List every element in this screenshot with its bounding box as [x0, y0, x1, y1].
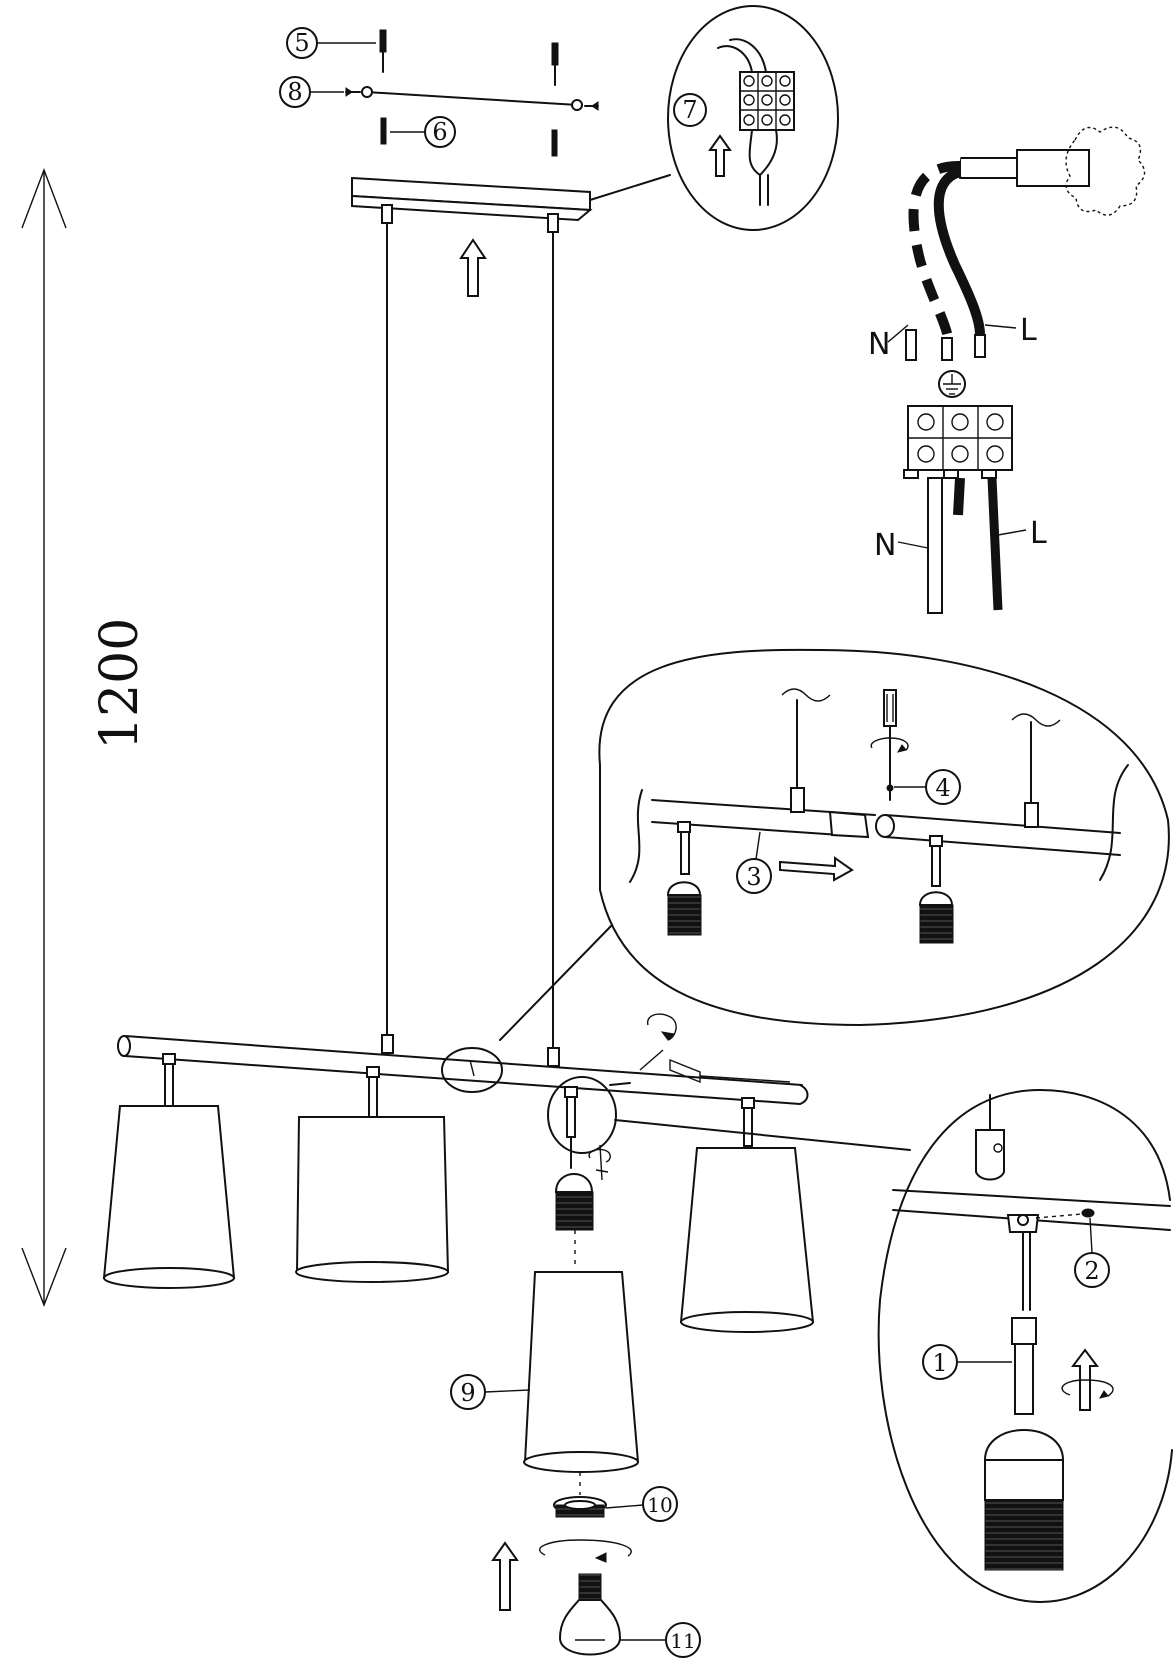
svg-text:6: 6: [432, 118, 447, 146]
svg-text:11: 11: [670, 1629, 695, 1653]
hanger-right: [1011, 713, 1061, 828]
detail-socket-assembly: [983, 1214, 1065, 1571]
earth-symbol: [938, 370, 966, 398]
svg-text:L: L: [1020, 313, 1037, 348]
callout-6: 6: [390, 116, 456, 148]
screw-left-top: [379, 29, 387, 73]
label-n-bottom: N: [874, 528, 929, 563]
socket-center: [554, 1136, 594, 1231]
svg-text:3: 3: [746, 863, 761, 891]
socket-left: [666, 821, 702, 936]
svg-text:7: 7: [682, 96, 697, 124]
light-bulb-icon: [558, 1573, 622, 1656]
ceiling-canopy: [351, 174, 671, 222]
small-screwdriver-icon: [588, 1144, 611, 1181]
callout-9: 9: [450, 1374, 531, 1410]
svg-text:8: 8: [287, 78, 302, 106]
wire-neutral-top: [883, 154, 961, 361]
svg-text:5: 5: [294, 29, 309, 57]
svg-text:9: 9: [460, 1379, 475, 1407]
svg-text:2: 2: [1084, 1257, 1099, 1285]
svg-text:10: 10: [647, 1493, 672, 1517]
socket-detail: 1 2: [877, 1089, 1173, 1603]
callout-2: 2: [1074, 1217, 1110, 1288]
label-l-bottom: L: [997, 516, 1047, 551]
callout-11: 11: [620, 1622, 701, 1658]
shade-center: [523, 1271, 640, 1473]
exploded-lamp: 9 10 11: [450, 1076, 911, 1658]
wire-live-top: [933, 167, 986, 358]
shade-4: [679, 1097, 815, 1333]
detail-hanger: [975, 1094, 1005, 1181]
label-l-top: L: [984, 313, 1037, 348]
label-n-top: N: [868, 324, 909, 362]
screwdriver-icon: [870, 689, 909, 801]
shade-1: [102, 1053, 236, 1289]
height-dimension: 1200: [21, 168, 150, 1307]
callout-4: 4: [894, 769, 961, 805]
screw-left-bottom: [380, 117, 387, 145]
suspension-cables: [381, 204, 560, 1067]
slide-arrow: [779, 856, 854, 882]
callout-8: 8: [279, 76, 344, 108]
wire-live-bottom: [987, 477, 1003, 611]
screw-right-bottom: [551, 129, 558, 157]
shade-ring: [553, 1496, 607, 1518]
mounting-bracket-group: 5 8 6: [279, 27, 599, 157]
terminal-block-large: [903, 405, 1013, 479]
wiring-diagram: N L N L: [868, 126, 1146, 614]
screw-right-top: [551, 42, 559, 86]
terminal-detail: 7: [667, 5, 839, 231]
tube-left: [629, 789, 876, 883]
callout-5: 5: [286, 27, 376, 59]
detail-screw: [1035, 1208, 1095, 1219]
dimension-label: 1200: [90, 618, 150, 750]
svg-text:4: 4: [935, 774, 950, 802]
lamp-bar-switch: [639, 1013, 791, 1084]
shade-2: [295, 1066, 450, 1283]
terminal-block-small: [717, 38, 795, 206]
tube-joint-detail: 3 4: [499, 648, 1170, 1041]
callout-7: 7: [673, 93, 707, 127]
detail-rotate-arrow: [1061, 1348, 1114, 1411]
socket-right: [918, 835, 954, 944]
wire-earth-top: [908, 160, 961, 361]
callout-3: 3: [736, 831, 772, 894]
tube-right: [875, 764, 1129, 881]
wire-earth-bottom: [953, 477, 965, 516]
svg-text:N: N: [874, 528, 896, 563]
up-arrow-bulb: [491, 1541, 519, 1611]
callout-1: 1: [922, 1344, 1012, 1380]
lamp-bar: [117, 1013, 809, 1105]
callout-10: 10: [605, 1486, 678, 1522]
svg-text:L: L: [1030, 516, 1047, 551]
ceiling-cable: [959, 126, 1146, 216]
wire-neutral-bottom: [927, 477, 943, 614]
up-arrow-canopy: [459, 238, 487, 297]
hanger-left: [781, 688, 831, 813]
svg-text:1: 1: [932, 1349, 947, 1377]
svg-text:N: N: [868, 327, 890, 362]
